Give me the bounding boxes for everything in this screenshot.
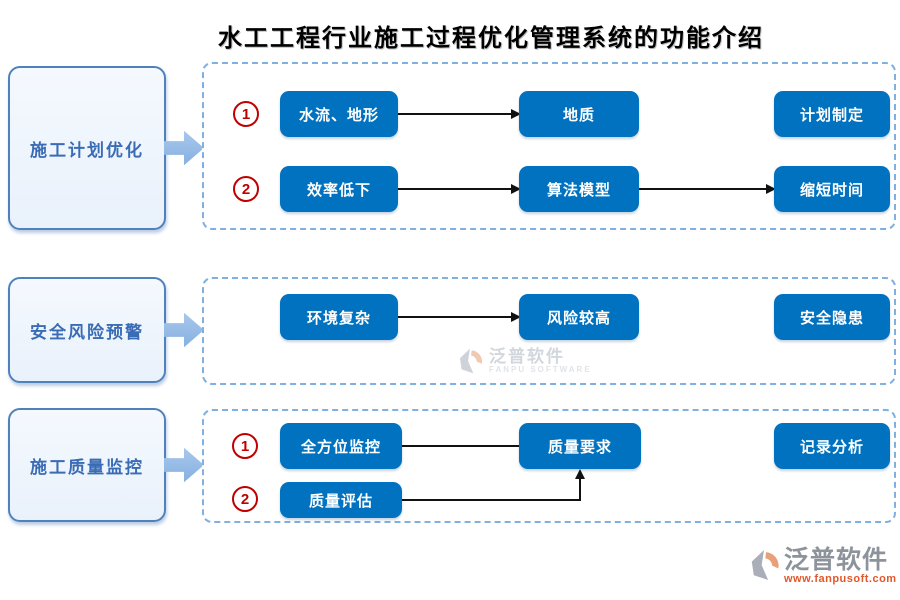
arrow-connector (639, 184, 776, 194)
flow-node-label: 风险较高 (546, 309, 611, 327)
flow-node: 安全隐患 (774, 294, 890, 340)
flow-arrow-icon (164, 130, 204, 166)
flow-node-label: 计划制定 (799, 106, 864, 124)
flow-node: 质量要求 (519, 423, 641, 469)
step-number-badge: 1 (232, 433, 258, 459)
fanpu-logo-icon (459, 348, 482, 374)
feature-box-label: 施工质量监控 (30, 457, 144, 477)
detail-panel-risk: 环境复杂 风险较高 安全隐患 泛普软件 FANPU SOFTWARE (202, 277, 896, 385)
flow-node-label: 效率低下 (306, 181, 371, 199)
step-number-badge: 2 (232, 486, 258, 512)
flow-node-label: 质量评估 (308, 492, 373, 510)
feature-box-plan-optimization: 施工计划优化 (8, 66, 166, 230)
flow-node: 记录分析 (774, 423, 890, 469)
step-number: 2 (240, 490, 250, 508)
flow-node: 质量评估 (280, 482, 402, 518)
flow-node: 算法模型 (519, 166, 639, 212)
feature-box-label: 施工计划优化 (30, 140, 144, 160)
step-number-badge: 2 (233, 176, 259, 202)
flow-arrow-icon (164, 312, 204, 348)
footer-logo: 泛普软件 www.fanpusoft.com (747, 548, 897, 585)
watermark-subtitle: FANPU SOFTWARE (489, 364, 592, 374)
line-connector (402, 445, 519, 447)
flow-node-label: 地质 (562, 106, 595, 124)
watermark-brand: 泛普软件 (489, 346, 565, 366)
feature-box-label: 安全风险预警 (30, 322, 144, 342)
flow-node: 地质 (519, 91, 639, 137)
arrow-connector (398, 184, 521, 194)
flow-node: 水流、地形 (280, 91, 398, 137)
flow-node-label: 全方位监控 (300, 438, 381, 456)
flow-node-label: 质量要求 (547, 438, 612, 456)
elbow-connector-vertical-arrow (575, 469, 585, 499)
step-number-badge: 1 (233, 101, 259, 127)
fanpu-logo-icon (751, 550, 779, 580)
watermark: 泛普软件 FANPU SOFTWARE (456, 347, 592, 375)
flow-node: 效率低下 (280, 166, 398, 212)
footer-site-url: www.fanpusoft.com (784, 572, 897, 585)
step-number: 1 (240, 437, 250, 455)
feature-box-risk-warning: 安全风险预警 (8, 277, 166, 383)
footer-brand: 泛普软件 (784, 547, 889, 574)
flow-node: 全方位监控 (280, 423, 402, 469)
flow-node-label: 记录分析 (799, 438, 864, 456)
flow-node-label: 安全隐患 (799, 309, 864, 327)
elbow-connector-horizontal (402, 499, 581, 501)
step-number: 2 (241, 180, 251, 198)
flow-node: 计划制定 (774, 91, 890, 137)
flow-node-label: 水流、地形 (298, 106, 379, 124)
arrow-connector (398, 312, 521, 322)
flow-node-label: 环境复杂 (306, 309, 371, 327)
flow-node: 环境复杂 (280, 294, 398, 340)
flow-node-label: 算法模型 (546, 181, 611, 199)
flow-node: 风险较高 (519, 294, 639, 340)
arrow-connector (398, 109, 521, 119)
flow-node: 缩短时间 (774, 166, 890, 212)
detail-panel-quality: 1 全方位监控 质量要求 记录分析 2 质量评估 (202, 409, 896, 523)
step-number: 1 (241, 105, 251, 123)
feature-box-quality-monitoring: 施工质量监控 (8, 408, 166, 522)
flow-node-label: 缩短时间 (799, 181, 864, 199)
detail-panel-plan: 1 水流、地形 地质 计划制定 2 效率低下 算法模型 缩短时间 (202, 62, 896, 230)
flow-arrow-icon (164, 447, 204, 483)
page-title: 水工工程行业施工过程优化管理系统的功能介绍 (218, 26, 764, 52)
